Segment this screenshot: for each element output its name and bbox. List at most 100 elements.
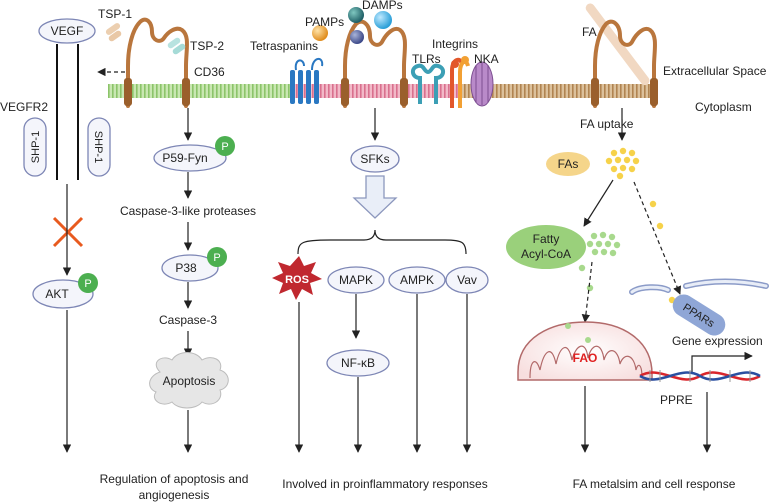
cd36-transmembrane-right-b	[650, 78, 658, 106]
tsp2-label: TSP-2	[190, 39, 224, 53]
pparS-node	[672, 294, 726, 336]
shp1-left-node	[23, 117, 47, 177]
fa-dot-free-a	[649, 200, 657, 208]
shp1-right-node	[87, 117, 111, 177]
mito-dot-b	[585, 337, 591, 343]
caspase3-label: Caspase-3	[159, 313, 217, 327]
left-outcome-line2: angiogenesis	[139, 488, 210, 502]
ros-label: ROS	[285, 274, 309, 286]
vegf-label: VEGF	[51, 24, 84, 38]
membrane-segment-middle	[290, 84, 458, 98]
p59fyn-phospho-label: P	[221, 141, 228, 153]
fas-node	[546, 152, 590, 176]
damps-sphere-teal-icon	[348, 7, 364, 23]
inhibition-cross-icon	[52, 216, 84, 248]
nfkb-node	[326, 349, 390, 377]
tetraspanins-label: Tetraspanins	[250, 39, 318, 53]
fatty-acyl-coa-line2: Acyl-CoA	[521, 247, 571, 261]
integrins-icon	[450, 56, 470, 108]
nka-icon	[470, 61, 494, 107]
nfkb-label: NF-κB	[341, 356, 375, 370]
apoptosis-cloud-icon	[149, 352, 229, 409]
ampk-node	[388, 266, 446, 294]
transcription-start-arrow	[691, 351, 753, 372]
fas-to-pparS-dashed-arrow	[633, 181, 682, 295]
vav-label: Vav	[457, 273, 477, 287]
cd36-receptor-left	[126, 17, 189, 108]
vav-node	[445, 266, 489, 294]
ampk-label: AMPK	[400, 273, 434, 287]
damps-sphere-blue-icon	[374, 11, 392, 29]
ppre-label: PPRE	[660, 393, 693, 407]
p38-node	[161, 254, 219, 282]
fatty-acyl-coa-node	[506, 225, 586, 269]
tsp1-icon	[105, 23, 122, 42]
cd36-receptor-middle	[343, 19, 407, 108]
akt-node	[32, 279, 94, 309]
cd36-transmembrane-left-b	[182, 78, 190, 106]
akt-phospho-badge	[78, 273, 98, 293]
fa-uptake-label: FA uptake	[580, 117, 634, 131]
fa-molecule-icon	[585, 3, 650, 86]
mito-dot-a	[565, 323, 571, 329]
mitochondrion-icon	[517, 321, 653, 381]
fao-label: FAO	[573, 351, 598, 365]
cd36-transmembrane-right-a	[591, 78, 599, 106]
nuclear-envelope-icon	[629, 278, 769, 295]
tlrs-icon	[411, 63, 445, 104]
p38-phospho-badge	[207, 247, 227, 267]
akt-label: AKT	[45, 287, 69, 301]
gene-expression-label: Gene expression	[672, 334, 763, 348]
acyl-coa-to-fao-dashed-arrow	[581, 261, 593, 323]
pamps-sphere-navy-icon	[350, 30, 364, 44]
acyl-coa-dot-cluster-icon	[586, 231, 621, 257]
cd36-transmembrane-middle-b	[400, 78, 408, 106]
vegfr2-label: VEGFR2	[0, 100, 48, 114]
cd36-transmembrane-middle-a	[341, 78, 349, 106]
damps-label: DAMPs	[362, 0, 403, 12]
tetraspanins-icon	[290, 58, 324, 104]
effector-brace	[297, 229, 467, 255]
cytoplasm-label: Cytoplasm	[695, 100, 752, 114]
sfks-node	[350, 145, 400, 173]
fa-dot-cluster-icon	[605, 147, 640, 180]
fa-label: FA	[582, 25, 597, 39]
fas-to-fatty-acyl-coa-arrow	[583, 179, 614, 227]
cd36-receptor-right	[593, 19, 657, 108]
pamps-sphere-icon	[312, 25, 328, 41]
membrane-segment-right	[458, 84, 658, 98]
fas-label: FAs	[558, 157, 579, 171]
p38-phospho-label: P	[213, 252, 220, 264]
akt-phospho-label: P	[84, 278, 91, 290]
mapk-label: MAPK	[339, 273, 373, 287]
sfks-downstream-block-arrow	[352, 175, 398, 219]
tsp2-icon	[167, 37, 186, 55]
tlrs-label: TLRs	[412, 52, 441, 66]
nka-label: NKA	[474, 52, 499, 66]
p59fyn-label: P59-Fyn	[162, 151, 207, 165]
mapk-node	[327, 266, 385, 294]
p38-label: P38	[175, 261, 197, 275]
right-outcome-label: FA metalsim and cell response	[573, 477, 736, 491]
apoptosis-label: Apoptosis	[163, 374, 216, 388]
left-outcome-line1: Regulation of apoptosis and	[100, 472, 249, 486]
ros-burst-icon	[272, 256, 322, 300]
fatty-acyl-coa-line1: Fatty	[533, 232, 560, 246]
integrins-label: Integrins	[432, 37, 478, 51]
extracellular-space-label: Extracellular Space	[663, 64, 767, 78]
vegf-node	[38, 18, 96, 44]
p59fyn-phospho-badge	[215, 136, 235, 156]
sfks-label: SFKs	[360, 152, 389, 166]
acyl-coa-dot-free-a	[578, 264, 586, 272]
shp1-right-label: SHP-1	[92, 131, 104, 163]
middle-outcome-label: Involved in proinflammatory responses	[282, 477, 487, 491]
acyl-coa-dot-free-b	[586, 284, 594, 292]
p59fyn-node	[153, 144, 227, 172]
membrane-segment-left	[108, 84, 290, 98]
cd36-label: CD36	[194, 65, 225, 79]
shp1-left-label: SHP-1	[30, 131, 42, 163]
dna-helix-icon	[639, 370, 761, 382]
cell-membrane	[108, 84, 658, 98]
cd36-transmembrane-left-a	[124, 78, 132, 106]
